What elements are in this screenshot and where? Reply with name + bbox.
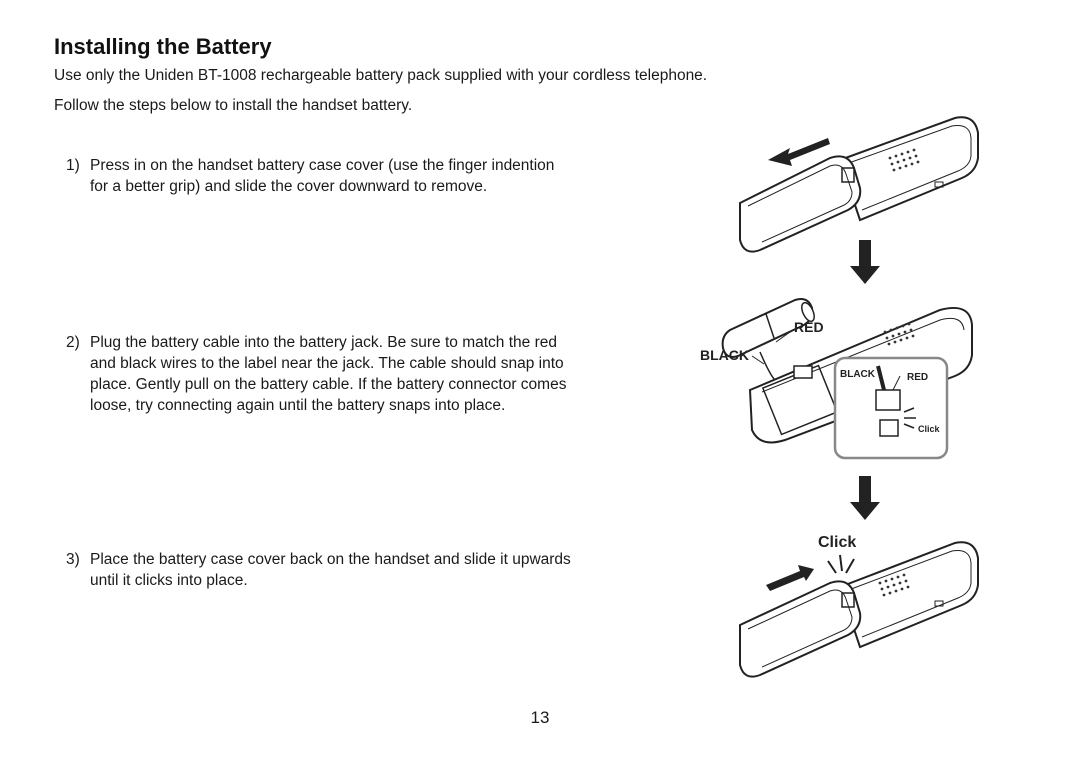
step-2: 2) Plug the battery cable into the batte… (66, 332, 576, 416)
red-label: RED (794, 319, 824, 335)
remove-cover-illustration (739, 116, 979, 253)
replace-cover-illustration: Click (739, 534, 979, 678)
step-1: 1) Press in on the handset battery case … (66, 155, 576, 197)
step-number: 2) (66, 334, 80, 351)
slide-up-arrow-icon (766, 565, 814, 591)
page-title: Installing the Battery (54, 34, 272, 59)
connect-battery-illustration: RED BLACK BLACK RED Click (700, 298, 973, 460)
step-3: 3) Place the battery case cover back on … (66, 549, 576, 591)
inset-red-label: RED (907, 372, 928, 383)
handset-body (838, 541, 979, 649)
battery-cover (739, 580, 862, 678)
down-arrow-icon (850, 240, 880, 284)
battery-pack (721, 298, 815, 358)
slide-arrow-icon (768, 138, 830, 166)
instructions-lead: Follow the steps below to install the ha… (54, 97, 413, 114)
step-number: 1) (66, 157, 80, 174)
down-arrow-icon (850, 476, 880, 520)
battery-cable (759, 351, 776, 381)
handset-body (838, 116, 979, 222)
step-text: Place the battery case cover back on the… (90, 551, 571, 589)
inset-click-label: Click (918, 424, 941, 434)
page-number: 13 (530, 708, 550, 727)
battery-cover (739, 155, 862, 253)
click-burst-icon (827, 554, 855, 574)
step-number: 3) (66, 551, 80, 568)
inset-black-label: BLACK (840, 369, 876, 380)
intro-paragraph: Use only the Uniden BT-1008 rechargeable… (54, 67, 708, 84)
jack-detail-inset: BLACK RED Click (833, 356, 949, 460)
black-label: BLACK (700, 347, 749, 363)
click-label: Click (818, 534, 856, 551)
step-text: Press in on the handset battery case cov… (90, 157, 555, 195)
step-text: Plug the battery cable into the battery … (90, 334, 567, 414)
